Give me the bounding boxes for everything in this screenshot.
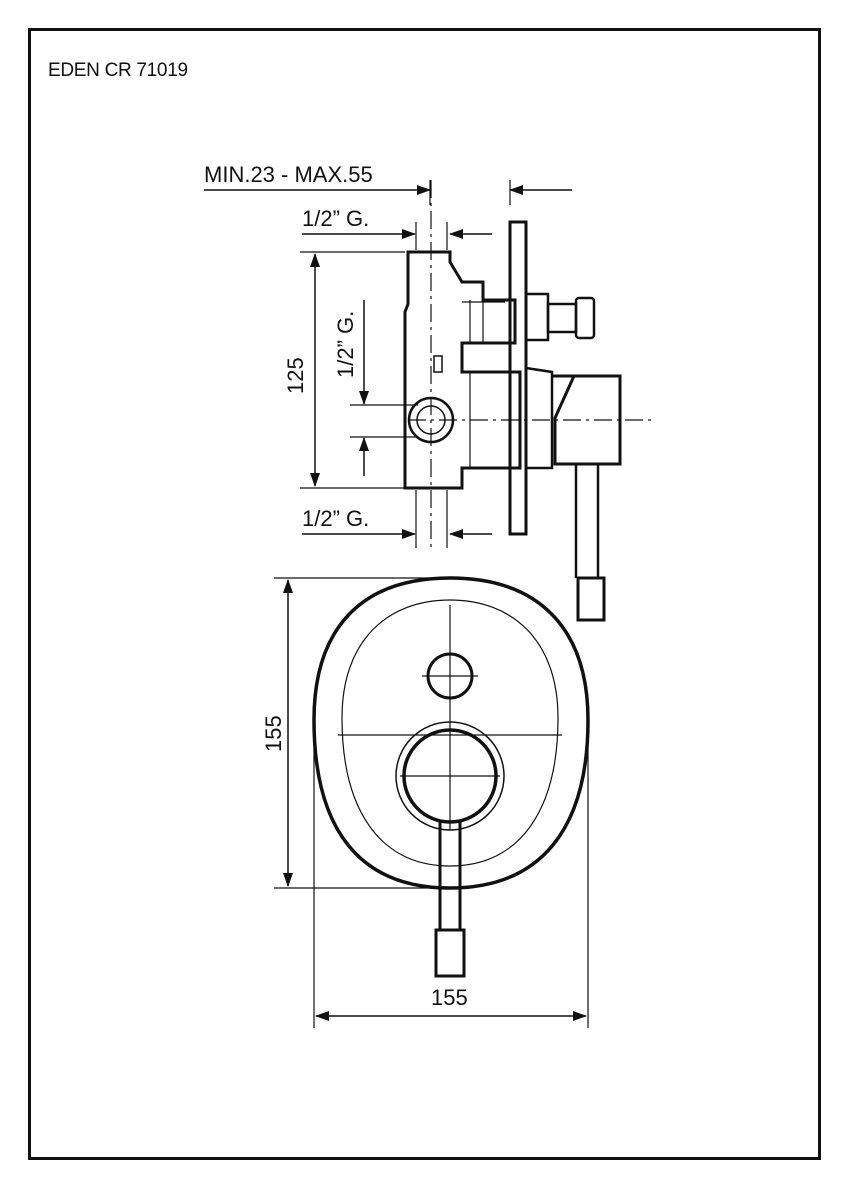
cover-plate-outer (312, 576, 590, 890)
height-125-label: 125 (283, 357, 308, 394)
wall-plate (508, 220, 528, 536)
lever-tip-front (434, 928, 466, 978)
cover-plate-inner (341, 599, 559, 867)
side-view (204, 180, 652, 622)
valve-body (403, 250, 522, 490)
thread-bottom-label: 1/2” G. (302, 506, 369, 531)
drawing-border (28, 28, 821, 1160)
diverter-knob (574, 296, 596, 340)
front-view-labels: 155 155 (261, 715, 468, 1010)
lever-handle-body (552, 374, 622, 466)
side-view-labels: MIN.23 - MAX.55 1/2” G. 125 1/2” G. 1/2”… (204, 162, 373, 531)
front-width-label: 155 (431, 985, 468, 1010)
lever-tip (576, 576, 606, 622)
thread-middle-label: 1/2” G. (333, 311, 358, 378)
thread-top-label: 1/2” G. (302, 206, 369, 231)
front-height-label: 155 (261, 715, 286, 752)
front-view (274, 576, 590, 1028)
model-label: EDEN CR 71019 (48, 60, 188, 81)
body-slot (433, 355, 443, 373)
depth-range-label: MIN.23 - MAX.55 (204, 162, 373, 187)
